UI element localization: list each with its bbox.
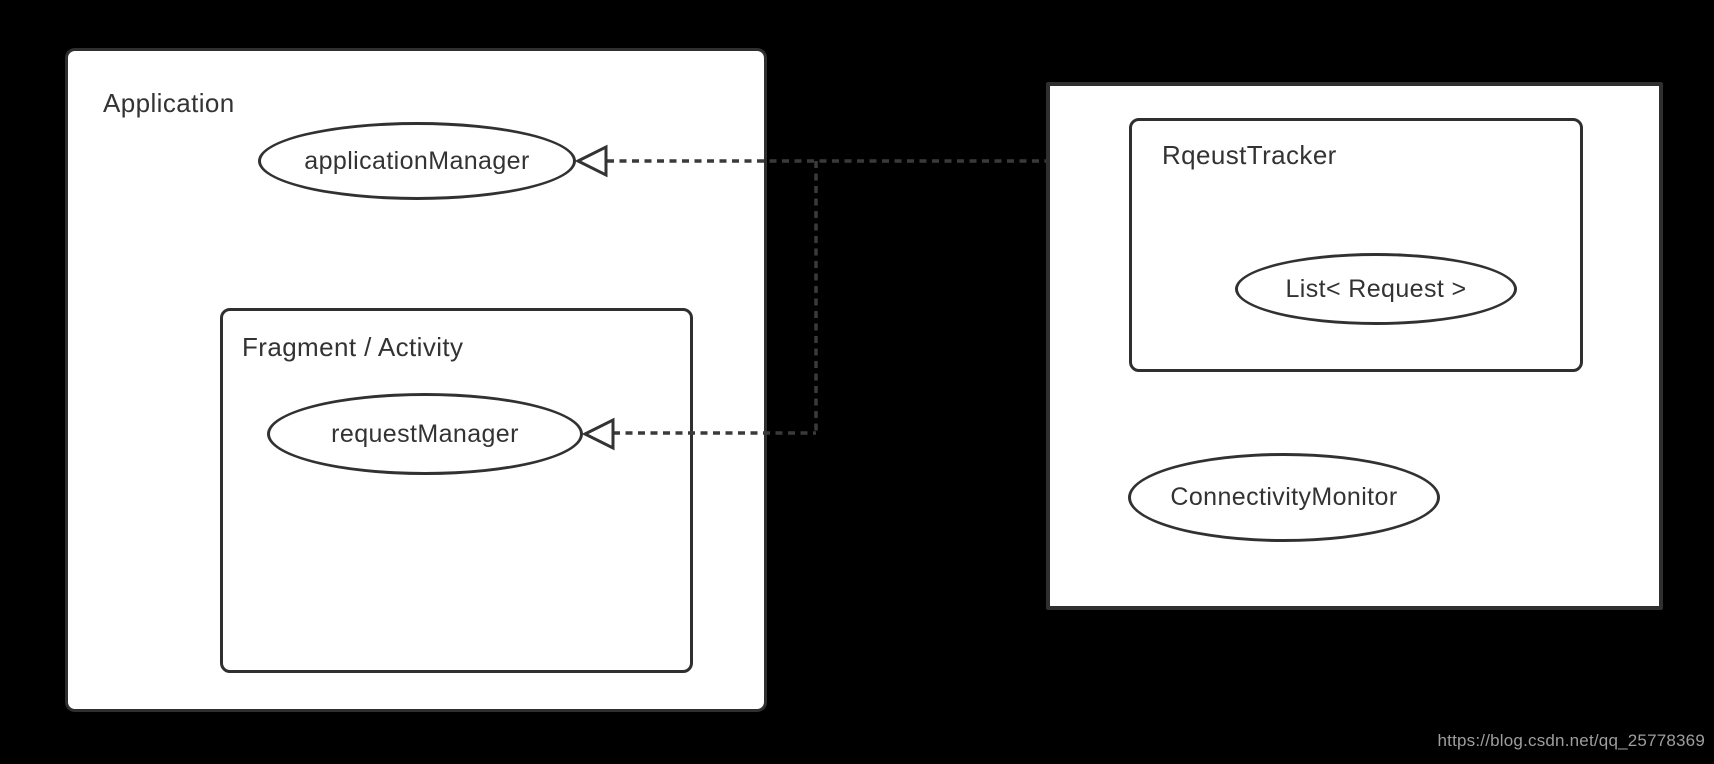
connectivity-monitor-label: ConnectivityMonitor <box>1170 483 1398 511</box>
request-manager-ellipse: requestManager <box>267 393 583 475</box>
fragment-activity-label: Fragment / Activity <box>242 332 464 362</box>
list-request-ellipse: List< Request > <box>1235 253 1517 325</box>
application-label: Application <box>103 88 235 118</box>
application-manager-ellipse: applicationManager <box>258 122 576 200</box>
request-manager-label: requestManager <box>331 419 519 448</box>
list-request-label: List< Request > <box>1285 274 1467 303</box>
application-manager-label: applicationManager <box>304 146 530 175</box>
connectivity-monitor-ellipse: ConnectivityMonitor <box>1128 453 1440 542</box>
rqeust-tracker-box <box>1129 118 1583 372</box>
fragment-activity-box <box>220 308 693 673</box>
watermark-text: https://blog.csdn.net/qq_25778369 <box>1437 731 1705 750</box>
rqeust-tracker-label: RqeustTracker <box>1162 140 1337 170</box>
